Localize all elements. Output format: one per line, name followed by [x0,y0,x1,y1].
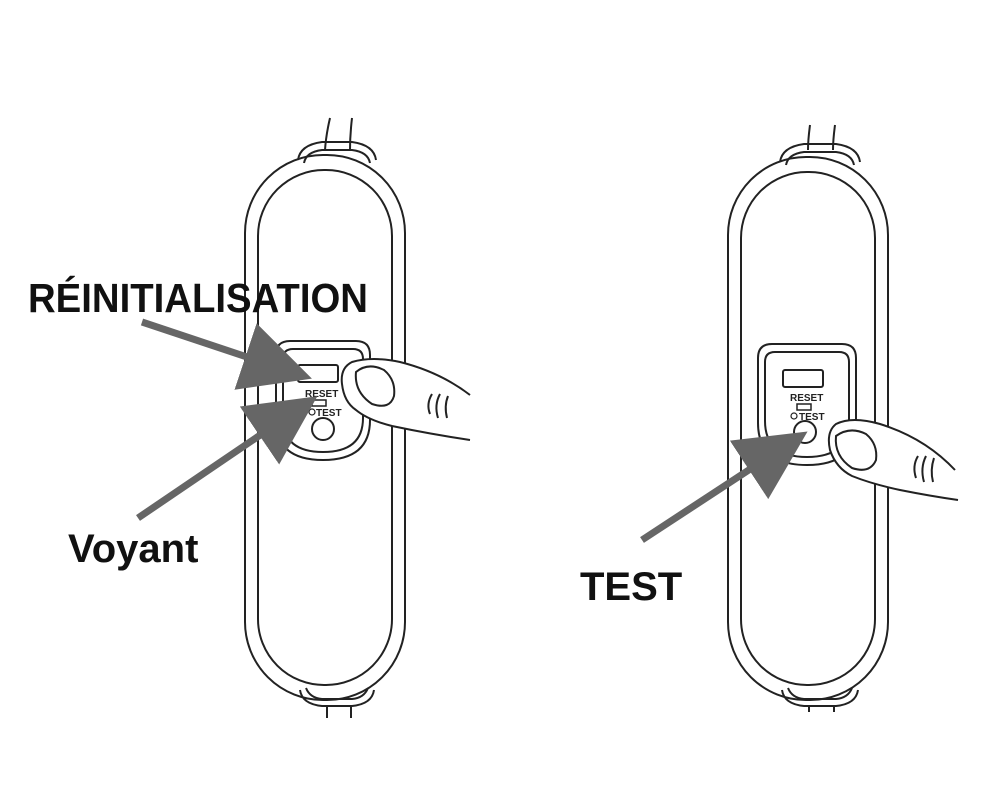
left-test-label: TEST [316,408,342,419]
light-callout-label: Voyant [68,527,198,571]
right-top-collar [779,143,861,163]
right-cable-bottom [808,706,835,712]
right-indicator-light [796,403,812,411]
right-reset-button[interactable] [782,369,824,388]
left-bottom-collar [299,689,375,707]
left-test-small-circle [308,408,316,416]
right-test-small-circle [790,412,798,420]
right-reset-label: RESET [790,393,823,404]
left-test-button[interactable] [311,417,335,441]
right-test-label: TEST [799,412,825,423]
test-callout-arrow [640,431,808,543]
right-bottom-collar [781,689,859,707]
light-callout-arrow [136,396,318,521]
left-cable-top [324,117,353,151]
reset-callout-arrow [140,318,312,390]
left-reset-button[interactable] [297,364,339,383]
right-cable-top [807,124,836,151]
right-test-button[interactable] [793,420,817,444]
left-cable-bottom [326,706,352,718]
left-reset-label: RESET [305,389,338,400]
reset-callout-label: RÉINITIALISATION [28,275,368,321]
left-top-collar [297,141,377,161]
left-indicator-light [311,399,327,407]
left-finger-icon [340,358,471,441]
right-finger-icon [827,419,959,501]
test-callout-label: TEST [580,565,682,609]
left-device-inner-outline [257,169,393,686]
